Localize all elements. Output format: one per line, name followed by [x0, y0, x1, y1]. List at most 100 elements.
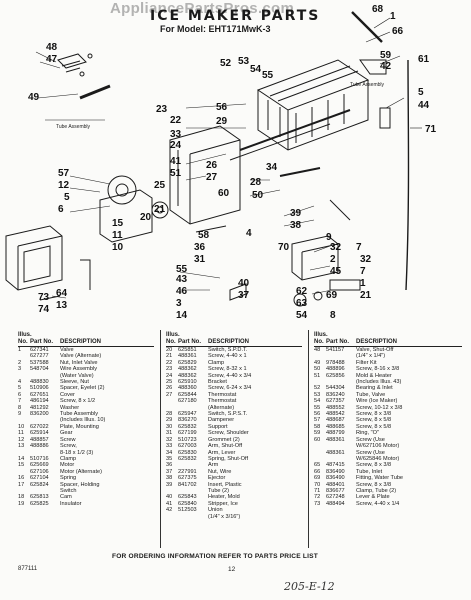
illus-cell: 73 — [314, 500, 321, 507]
part-number-cell: 978488 — [326, 359, 345, 366]
illus-cell: 54 — [314, 398, 321, 405]
callout-number: 26 — [206, 160, 218, 171]
description-cell: Tube Assembly — [60, 411, 99, 418]
description-cell: Union — [208, 507, 223, 514]
control-housing-illustration — [169, 125, 241, 225]
header-desc: DESCRIPTION — [208, 338, 250, 345]
callout-number: 46 — [176, 286, 188, 297]
description-cell: 8-18 x 1/2 (3) — [60, 449, 94, 456]
description-cell: W/625846 Motor) — [356, 455, 400, 462]
description-cell: (Includes Illus. 43) — [356, 379, 402, 386]
part-number-cell: 836677 — [326, 487, 345, 494]
part-number-cell: 537588 — [30, 359, 49, 366]
description-cell: Screw (Use — [356, 449, 385, 456]
callout-number: 45 — [330, 266, 342, 277]
callout-number: 3 — [176, 298, 182, 309]
part-number-cell: 488401 — [326, 481, 345, 488]
illus-cell — [166, 514, 178, 520]
callout-number: 68 — [372, 4, 384, 15]
table-row: (1/4" x 3/16") — [166, 514, 302, 520]
part-number-cell: 625824 — [30, 481, 49, 488]
part-number-cell: 488361 — [178, 353, 197, 360]
illus-cell: 20 — [166, 347, 173, 353]
illus-cell: 30 — [166, 423, 173, 430]
description-cell: Arm, Shut-Off — [208, 443, 243, 450]
part-number-cell: 510716 — [30, 455, 49, 462]
description-cell: Screw, 6-24 x 3/4 — [208, 385, 252, 392]
description-cell: Ring, "O" — [356, 430, 379, 437]
description-cell: Cam — [60, 494, 72, 501]
illus-cell: 33 — [166, 443, 173, 450]
illus-cell: 3 — [18, 366, 22, 373]
part-number-cell: 541157 — [326, 347, 345, 353]
part-number-cell: 488362 — [178, 366, 197, 373]
part-number-cell: 510906 — [30, 385, 49, 392]
illus-cell: 9 — [18, 411, 22, 418]
illus-cell: 10 — [18, 423, 25, 430]
handwritten-reference: 205-E-12 — [284, 580, 335, 593]
description-cell: Screw, 8 x 3/8 — [356, 481, 392, 488]
part-number-cell: 627003 — [178, 443, 197, 450]
illus-cell: 48 — [314, 347, 321, 353]
part-number-cell: 625947 — [178, 411, 197, 418]
part-number-cell: 836490 — [326, 475, 345, 482]
part-number-cell: 488799 — [326, 430, 345, 437]
part-number-cell: 625840 — [178, 500, 197, 507]
description-cell: Spacer, Holding — [60, 481, 100, 488]
motor-gear-illustration — [99, 175, 169, 243]
part-number-cell: 544304 — [326, 385, 345, 392]
callout-number: 21 — [154, 204, 166, 215]
description-cell: Tube (2) — [208, 487, 229, 494]
description-cell: (1/4" x 1/4") — [356, 353, 386, 360]
callout-number: 33 — [170, 129, 182, 140]
illus-cell: 23 — [166, 366, 173, 373]
illus-cell: 6 — [18, 391, 22, 398]
callout-number: 31 — [194, 254, 206, 265]
description-cell: Motor (Alternate) — [60, 468, 102, 475]
description-cell: (Alternate) — [208, 404, 235, 411]
description-cell: Screw, 8 x 5/8 — [356, 417, 392, 424]
illus-cell: 27 — [166, 391, 173, 398]
exploded-diagram: 48 47 49 1 68 66 59 42 61 5 44 71 23 22 … — [5, 4, 437, 321]
description-cell: Nut, Inlet Valve — [60, 359, 98, 366]
callout-number: 51 — [170, 168, 182, 179]
part-number-cell: 625910 — [178, 379, 197, 386]
description-cell: Motor — [60, 462, 75, 469]
illus-cell: 5 — [18, 385, 22, 392]
table-row: (Water Valve) — [18, 373, 154, 379]
part-number-cell: 481292 — [30, 404, 49, 411]
part-number-cell: 627277 — [30, 353, 49, 360]
illus-cell: 14 — [18, 455, 25, 462]
illus-cell: 39 — [166, 481, 173, 488]
description-cell: Switch — [60, 487, 77, 494]
document-code: 877111 — [18, 566, 38, 572]
header-part: Part No. — [326, 338, 350, 345]
description-cell: (Water Valve) — [60, 372, 94, 379]
water-valve-illustration — [291, 235, 361, 307]
part-number-cell: 625669 — [30, 462, 49, 469]
callout-number: 47 — [46, 54, 58, 65]
illus-cell: 58 — [314, 423, 321, 430]
callout-number: 9 — [326, 232, 332, 243]
illus-cell: 57 — [314, 417, 321, 424]
illus-cell: 26 — [166, 385, 173, 392]
description-cell: Stripper, Ice — [208, 500, 238, 507]
table-header: Illus. No. Part No. DESCRIPTION — [18, 330, 154, 347]
